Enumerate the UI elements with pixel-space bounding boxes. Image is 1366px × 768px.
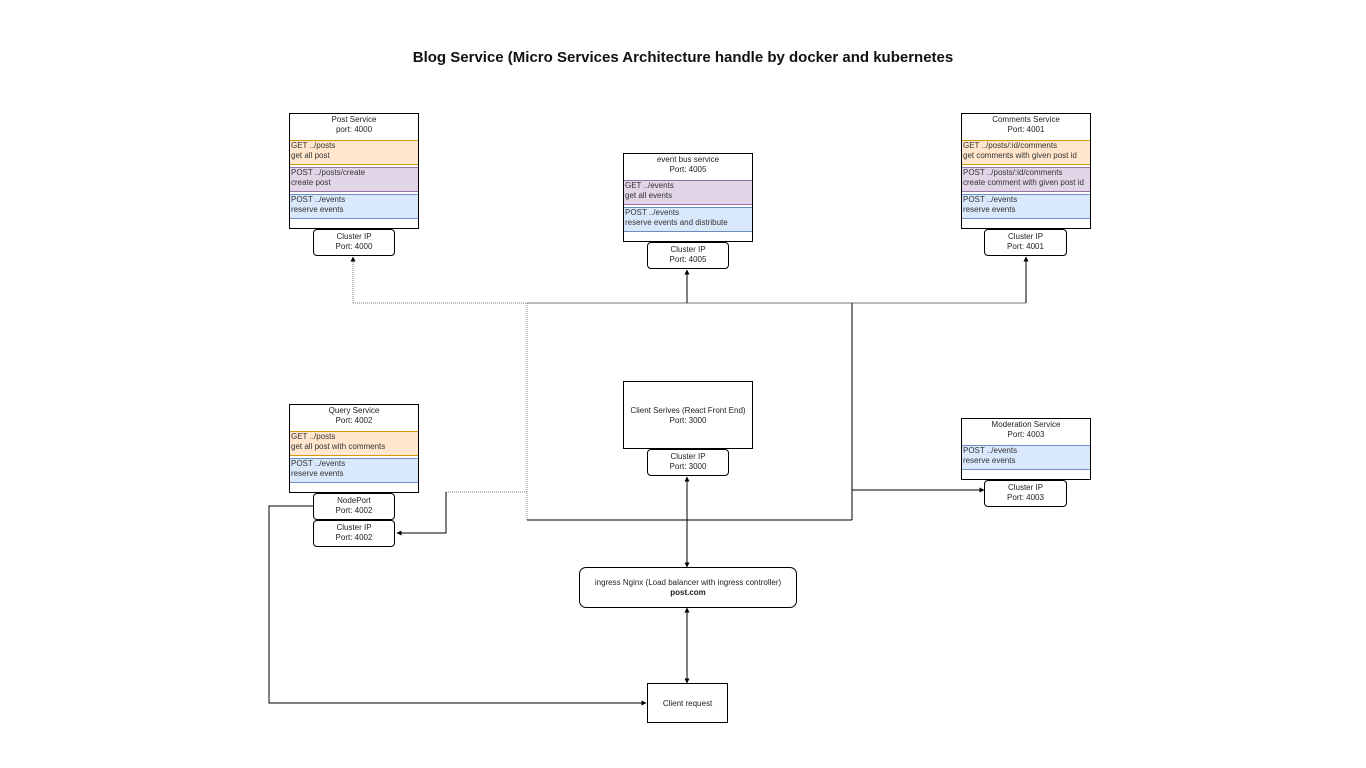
event-bus-cluster-ip: Cluster IP Port: 4005 [647, 242, 729, 269]
event-bus-port: Port: 4005 [669, 165, 707, 174]
comments-route-get: GET ../posts/:id/comments get comments w… [962, 140, 1090, 165]
moderation-service-box: Moderation Service Port: 4003 POST ../ev… [961, 418, 1091, 480]
comments-service-port: Port: 4001 [1007, 125, 1045, 134]
post-route-get: GET ../posts get all post [290, 140, 418, 165]
event-bus-route-get: GET ../events get all events [624, 180, 752, 205]
post-route-events: POST ../events reserve events [290, 194, 418, 219]
query-node-port: NodePort Port: 4002 [313, 493, 395, 520]
post-service-port: port: 4000 [335, 125, 373, 134]
post-service-box: Post Service port: 4000 GET ../posts get… [289, 113, 419, 229]
moderation-service-name: Moderation Service [991, 420, 1061, 429]
event-bus-box: event bus service Port: 4005 GET ../even… [623, 153, 753, 242]
query-service-name: Query Service [328, 406, 380, 415]
post-route-create: POST ../posts/create create post [290, 167, 418, 192]
query-service-box: Query Service Port: 4002 GET ../posts ge… [289, 404, 419, 493]
ingress-nginx-box: ingress Nginx (Load balancer with ingres… [579, 567, 797, 608]
client-service-box: Client Serives (React Front End) Port: 3… [623, 381, 753, 449]
moderation-cluster-ip: Cluster IP Port: 4003 [984, 480, 1067, 507]
client-request-label: Client request [662, 699, 713, 708]
arrow-to-query-cluster [396, 492, 447, 536]
client-cluster-ip: Cluster IP Port: 3000 [647, 449, 729, 476]
comments-route-events: POST ../events reserve events [962, 194, 1090, 219]
client-request-box: Client request [647, 683, 728, 723]
client-service-port: Port: 3000 [669, 416, 707, 425]
query-route-events: POST ../events reserve events [290, 458, 418, 483]
client-service-name: Client Serives (React Front End) [630, 406, 746, 415]
ingress-name: ingress Nginx (Load balancer with ingres… [594, 578, 782, 587]
ingress-host: post.com [670, 588, 706, 597]
post-service-name: Post Service [331, 115, 377, 124]
comments-service-box: Comments Service Port: 4001 GET ../posts… [961, 113, 1091, 229]
query-service-port: Port: 4002 [335, 416, 373, 425]
moderation-route-events: POST ../events reserve events [962, 445, 1090, 470]
event-bus-name: event bus service [656, 155, 720, 164]
comments-route-create: POST ../posts/:id/comments create commen… [962, 167, 1090, 192]
moderation-service-port: Port: 4003 [1007, 430, 1045, 439]
query-cluster-ip: Cluster IP Port: 4002 [313, 520, 395, 547]
post-cluster-ip: Cluster IP Port: 4000 [313, 229, 395, 256]
comments-service-name: Comments Service [992, 115, 1060, 124]
request-to-nodeport-line [268, 505, 647, 706]
diagram-title: Blog Service (Micro Services Architectur… [412, 49, 954, 66]
comments-cluster-ip: Cluster IP Port: 4001 [984, 229, 1067, 256]
query-route-get: GET ../posts get all post with comments [290, 431, 418, 456]
event-bus-route-post: POST ../events reserve events and distri… [624, 207, 752, 232]
